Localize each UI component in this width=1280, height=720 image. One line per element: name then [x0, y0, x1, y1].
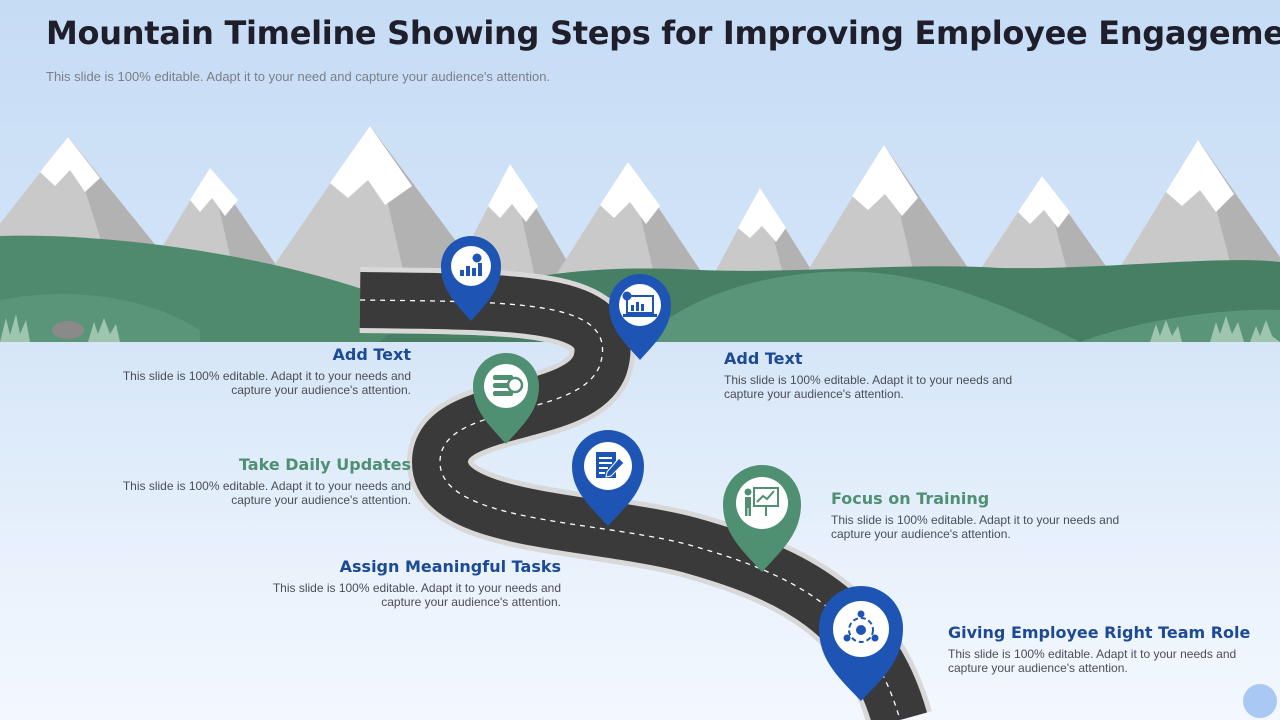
step-3-title: Take Daily Updates [238, 455, 411, 474]
step-3: Take Daily Updates This slide is 100% ed… [81, 455, 411, 507]
step-6-title: Giving Employee Right Team Role [948, 623, 1251, 642]
map-pin-1 [441, 236, 501, 321]
step-1-desc-line-2: capture your audience's attention. [231, 383, 411, 397]
step-5-title: Focus on Training [831, 489, 990, 508]
step-1-desc-line-1: This slide is 100% editable. Adapt it to… [122, 369, 411, 383]
map-pin-4 [572, 430, 644, 526]
slide-subtitle: This slide is 100% editable. Adapt it to… [46, 69, 551, 84]
training-presentation-icon [744, 487, 779, 516]
map-pin-6 [819, 586, 903, 701]
laptop-analytics-icon [622, 291, 657, 317]
step-4-title: Assign Meaningful Tasks [339, 557, 561, 576]
slide-title: Mountain Timeline Showing Steps for Impr… [46, 14, 1280, 52]
step-6: Giving Employee Right Team Role This sli… [948, 623, 1278, 675]
step-2-desc-line-2: capture your audience's attention. [724, 387, 904, 401]
corner-decoration-dot [1243, 684, 1277, 718]
map-pin-2 [609, 274, 671, 360]
step-5: Focus on Training This slide is 100% edi… [831, 489, 1161, 541]
step-4-desc-line-2: capture your audience's attention. [381, 595, 561, 609]
step-4-desc-line-1: This slide is 100% editable. Adapt it to… [272, 581, 561, 595]
task-document-icon [596, 452, 625, 478]
step-6-desc-line-2: capture your audience's attention. [948, 661, 1128, 675]
step-1-description: This slide is 100% editable. Adapt it to… [81, 369, 411, 397]
step-4-description: This slide is 100% editable. Adapt it to… [231, 581, 561, 609]
team-settings-icon [843, 610, 879, 643]
step-2-desc-line-1: This slide is 100% editable. Adapt it to… [724, 373, 1013, 387]
winding-road [359, 267, 932, 720]
step-4: Assign Meaningful Tasks This slide is 10… [231, 557, 561, 609]
daily-updates-icon [493, 375, 524, 396]
step-2-title: Add Text [724, 349, 803, 368]
step-5-description: This slide is 100% editable. Adapt it to… [831, 513, 1161, 541]
rock [52, 321, 84, 339]
step-1-title: Add Text [332, 345, 411, 364]
finance-chart-icon [460, 253, 482, 276]
step-1: Add Text This slide is 100% editable. Ad… [81, 345, 411, 397]
step-5-desc-line-2: capture your audience's attention. [831, 527, 1011, 541]
step-6-desc-line-1: This slide is 100% editable. Adapt it to… [948, 647, 1237, 661]
step-2-description: This slide is 100% editable. Adapt it to… [724, 373, 1054, 401]
step-3-desc-line-2: capture your audience's attention. [231, 493, 411, 507]
step-6-description: This slide is 100% editable. Adapt it to… [948, 647, 1278, 675]
step-2: Add Text This slide is 100% editable. Ad… [724, 349, 1054, 401]
step-3-description: This slide is 100% editable. Adapt it to… [81, 479, 411, 507]
step-3-desc-line-1: This slide is 100% editable. Adapt it to… [122, 479, 411, 493]
map-pin-5 [723, 465, 801, 572]
map-pin-3 [473, 353, 539, 444]
step-5-desc-line-1: This slide is 100% editable. Adapt it to… [831, 513, 1120, 527]
